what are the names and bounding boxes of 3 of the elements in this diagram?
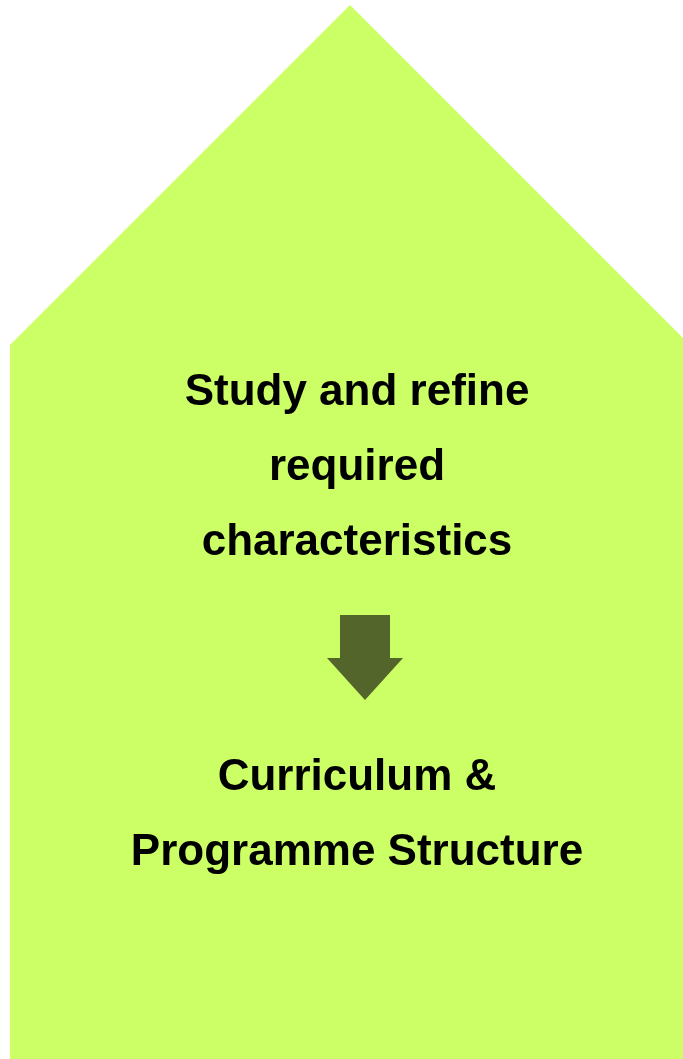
block-arrow: [327, 615, 403, 700]
heading-text: Study and refine required characteristics: [183, 364, 531, 566]
heading-text: Curriculum & Programme Structure: [129, 749, 585, 876]
